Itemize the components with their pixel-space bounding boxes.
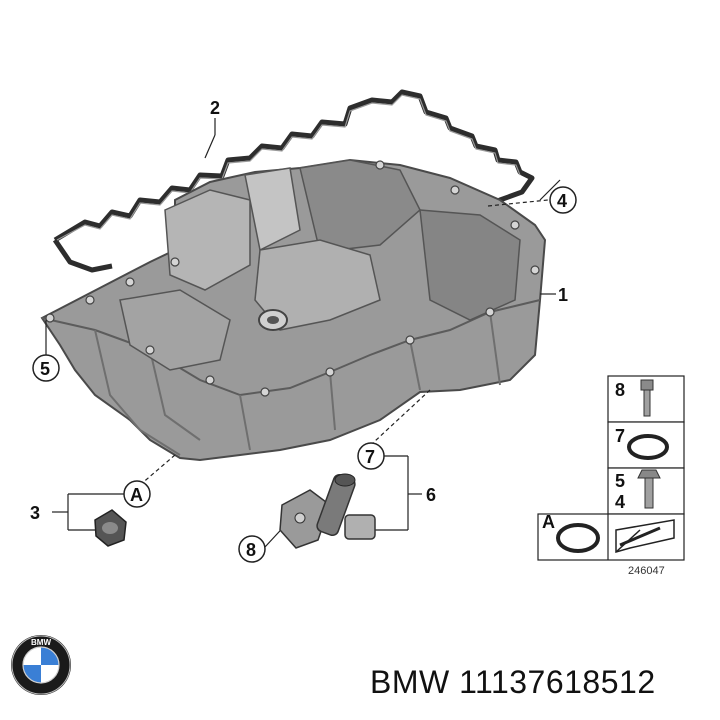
svg-text:5: 5: [40, 359, 50, 379]
svg-text:A: A: [542, 512, 555, 532]
diagram-reference-number: 246047: [628, 565, 665, 577]
bmw-roundel-logo: BMW: [11, 635, 71, 695]
svg-text:4: 4: [557, 191, 567, 211]
bmw-logo-letters: BMW: [31, 638, 51, 647]
callout-2: 2: [210, 98, 220, 118]
parts-legend: 8 7 5 4 A 246047: [537, 375, 685, 577]
callout-8: 8: [238, 535, 266, 563]
drain-plug: [94, 509, 127, 547]
svg-text:8: 8: [615, 380, 625, 400]
legend-row-bolt: 8: [615, 379, 654, 417]
svg-text:6: 6: [426, 485, 436, 505]
svg-text:3: 3: [30, 503, 40, 523]
callout-4: 4: [549, 186, 577, 214]
oil-level-sensor: [279, 473, 376, 549]
callout-A: A: [123, 480, 151, 508]
svg-text:2: 2: [210, 98, 220, 118]
svg-text:7: 7: [365, 447, 375, 467]
svg-text:A: A: [130, 485, 143, 505]
svg-text:4: 4: [615, 492, 625, 512]
legend-row-oring: 7: [615, 426, 669, 460]
svg-text:5: 5: [615, 471, 625, 491]
callout-3: 3: [30, 503, 40, 523]
svg-text:8: 8: [246, 540, 256, 560]
svg-text:1: 1: [558, 285, 568, 305]
oil-pan: [40, 158, 547, 462]
callout-6: 6: [426, 485, 436, 505]
svg-text:7: 7: [615, 426, 625, 446]
callout-1: 1: [558, 285, 568, 305]
callout-5: 5: [32, 354, 60, 382]
callout-7: 7: [357, 442, 385, 470]
oil-pan-gasket: [52, 89, 535, 273]
part-number-label: BMW 11137618512: [370, 664, 656, 700]
legend-row-plug-bolt: 5 4: [615, 469, 661, 512]
legend-row-seal: A: [542, 512, 675, 553]
